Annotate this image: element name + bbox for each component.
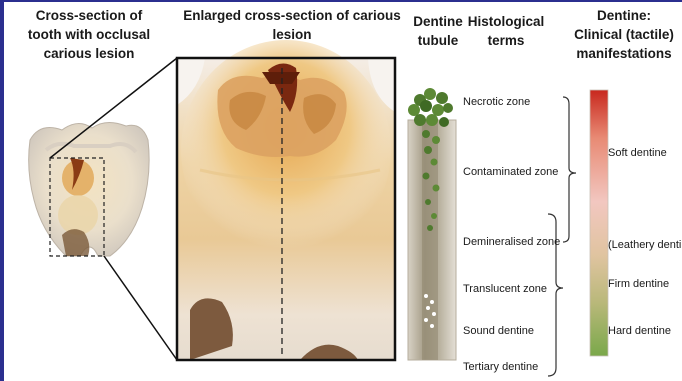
term-necrotic-zone: Necrotic zone — [463, 96, 530, 108]
term-leathery-dentine: (Leathery dentine — [608, 239, 682, 251]
tooth-cross-section — [29, 122, 149, 256]
zoom-line-bottom — [104, 256, 177, 360]
term-firm-dentine: Firm dentine — [608, 278, 669, 290]
term-soft-dentine: Soft dentine — [608, 147, 667, 159]
enlarged-lesion-image — [177, 40, 395, 360]
term-contaminated-zone: Contaminated zone — [463, 166, 558, 178]
term-hard-dentine: Hard dentine — [608, 325, 671, 337]
clinical-scale-bar — [590, 90, 608, 356]
term-translucent-zone: Translucent zone — [463, 283, 547, 295]
bracket-soft-dentine — [563, 97, 576, 242]
term-tertiary-dentine: Tertiary dentine — [463, 361, 538, 373]
term-sound-dentine: Sound dentine — [463, 325, 534, 337]
term-demineralised-zone: Demineralised zone — [463, 236, 560, 248]
dentine-tubule — [408, 88, 456, 360]
